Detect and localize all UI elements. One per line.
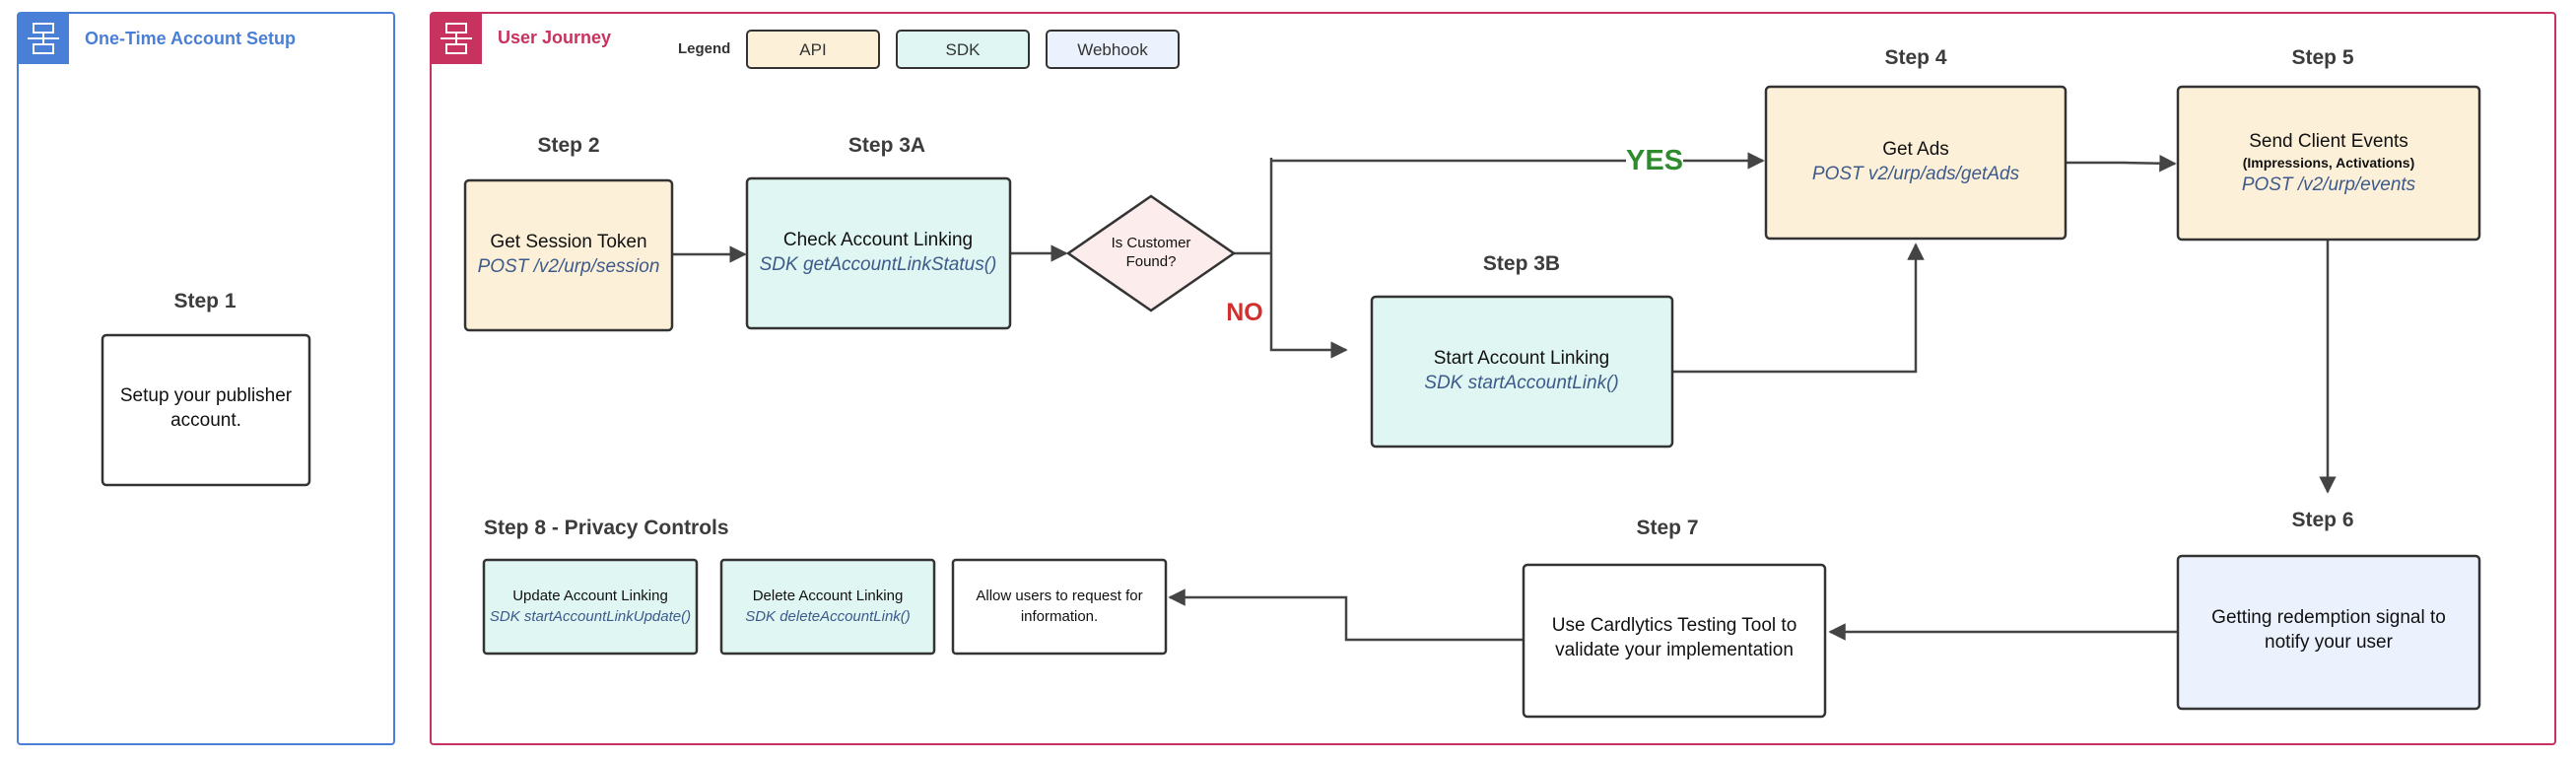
legend-webhook-swatch xyxy=(1046,30,1180,69)
account-setup-title: One-Time Account Setup xyxy=(85,29,296,48)
step3b-name: Start Account Linking xyxy=(1434,348,1610,369)
step6: Step 6 Getting redemption signal to noti… xyxy=(2176,509,2481,711)
step5-call: POST /v2/urp/events xyxy=(2242,174,2416,195)
step2-title: Step 2 xyxy=(537,134,599,157)
legend-api-swatch xyxy=(746,30,880,69)
step3b-title: Step 3B xyxy=(1483,252,1560,275)
request-information-box xyxy=(951,558,1168,656)
step3b-box xyxy=(1370,295,1674,449)
account-setup-frame: One-Time Account Setup Step 1 Setup your… xyxy=(17,12,395,745)
step1-box xyxy=(101,333,311,487)
step7-line2: validate your implementation xyxy=(1555,640,1794,660)
update-call: SDK startAccountLinkUpdate() xyxy=(490,608,691,625)
step2-name: Get Session Token xyxy=(490,232,646,252)
yes-label: YES xyxy=(1626,145,1683,176)
step5-title: Step 5 xyxy=(2291,46,2353,69)
step5: Step 5 Send Client Events (Impressions, … xyxy=(2176,46,2481,242)
step3a-title: Step 3A xyxy=(848,134,925,157)
step7-box xyxy=(1522,563,1827,719)
legend-sdk-swatch xyxy=(896,30,1030,69)
step5-detail: (Impressions, Activations) xyxy=(2243,155,2415,171)
step3b-call: SDK startAccountLink() xyxy=(1424,373,1618,393)
legend-webhook: Webhook xyxy=(1077,40,1148,59)
customer-found-decision: Is Customer Found? YES NO xyxy=(1065,145,1683,326)
step1-title: Step 1 xyxy=(173,290,236,312)
delete-call: SDK deleteAccountLink() xyxy=(745,608,911,625)
delete-account-linking-box xyxy=(719,558,936,656)
step3a: Step 3A Check Account Linking SDK getAcc… xyxy=(745,134,1012,330)
step4: Step 4 Get Ads POST v2/urp/ads/getAds xyxy=(1764,46,2068,241)
step6-box xyxy=(2176,554,2481,711)
update-account-linking-box xyxy=(482,558,699,656)
step5-box xyxy=(2176,85,2481,242)
step4-call: POST v2/urp/ads/getAds xyxy=(1812,164,2020,184)
legend-sdk: SDK xyxy=(946,40,982,59)
decision-line2: Found? xyxy=(1126,253,1177,270)
step6-title: Step 6 xyxy=(2291,509,2353,531)
step8: Step 8 - Privacy Controls Update Account… xyxy=(482,517,1168,656)
step8-title: Step 8 - Privacy Controls xyxy=(484,517,729,539)
step7: Step 7 Use Cardlytics Testing Tool to va… xyxy=(1522,517,1827,719)
request-line1: Allow users to request for xyxy=(976,588,1142,604)
step2-box xyxy=(463,178,674,332)
update-name: Update Account Linking xyxy=(512,588,668,604)
delete-name: Delete Account Linking xyxy=(753,588,904,604)
legend-api: API xyxy=(799,40,826,59)
step4-box xyxy=(1764,85,2068,241)
step3a-box xyxy=(745,176,1012,330)
step2: Step 2 Get Session Token POST /v2/urp/se… xyxy=(463,134,674,332)
step6-line2: notify your user xyxy=(2265,632,2394,653)
connectors xyxy=(673,152,2337,642)
step3b: Step 3B Start Account Linking SDK startA… xyxy=(1370,252,1674,449)
step1-line2: account. xyxy=(170,410,241,431)
request-line2: information. xyxy=(1021,608,1098,625)
legend: Legend API SDK Webhook xyxy=(678,30,1180,69)
user-journey-title: User Journey xyxy=(498,28,611,47)
no-label: NO xyxy=(1226,299,1263,326)
decision-line1: Is Customer xyxy=(1112,235,1191,251)
step3a-call: SDK getAccountLinkStatus() xyxy=(760,254,997,275)
legend-label: Legend xyxy=(678,40,730,57)
step3a-name: Check Account Linking xyxy=(783,230,973,250)
step4-name: Get Ads xyxy=(1882,139,1949,160)
step7-line1: Use Cardlytics Testing Tool to xyxy=(1552,615,1797,636)
step6-line1: Getting redemption signal to xyxy=(2211,607,2446,628)
step4-title: Step 4 xyxy=(1884,46,1946,69)
decision-diamond xyxy=(1065,194,1237,312)
step5-name: Send Client Events xyxy=(2249,131,2408,152)
step2-call: POST /v2/urp/session xyxy=(478,256,660,277)
step1-line1: Setup your publisher xyxy=(120,385,293,406)
step7-title: Step 7 xyxy=(1636,517,1698,539)
